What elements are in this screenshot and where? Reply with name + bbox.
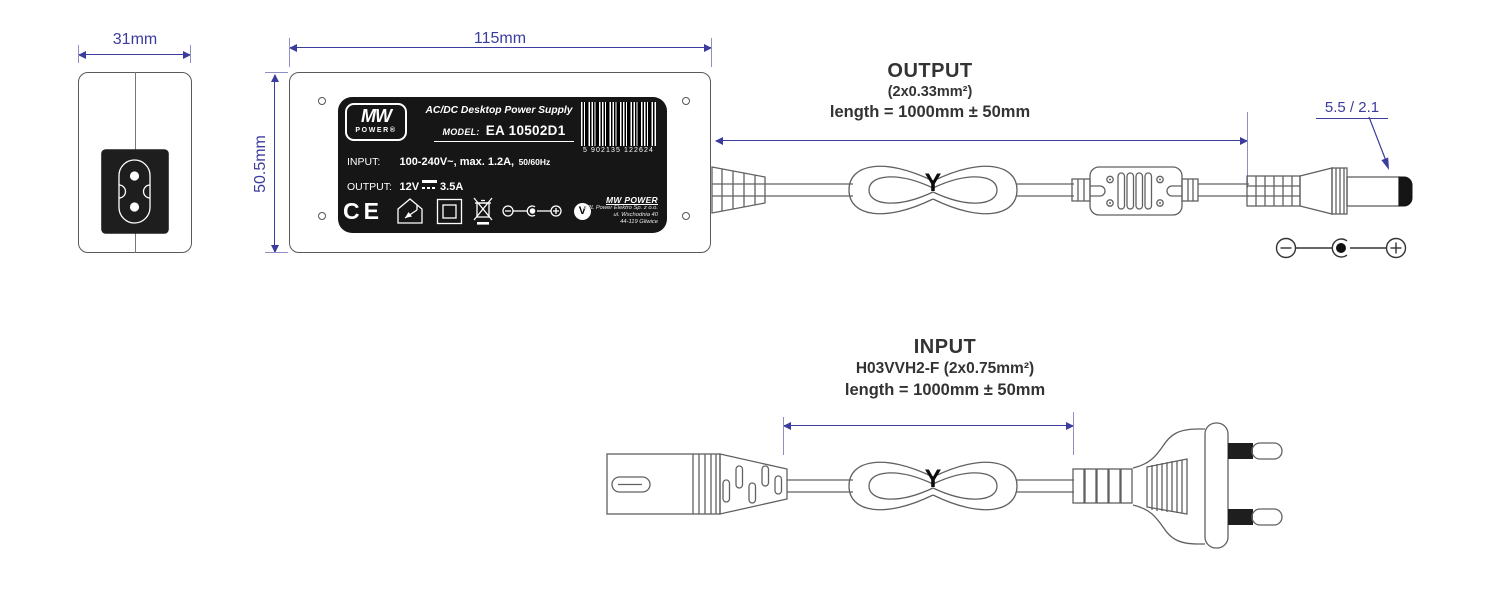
input-cable [1017,479,1074,493]
extension-line [1247,112,1248,188]
screw-hole [318,97,326,105]
input-length-note: length = 1000mm ± 50mm [844,381,1046,399]
label-product-title: AC/DC Desktop Power Supply [425,105,573,116]
mw-power-logo: MW POWER® [345,103,407,141]
extension-line [265,252,288,253]
weee-bin-icon [473,197,493,225]
input-value: 100-240V~, max. 1.2A, [399,156,515,168]
side-width-dimension-line [78,50,191,59]
plug-pin [1228,508,1283,526]
product-label: MW POWER® AC/DC Desktop Power Supply MOD… [338,97,667,233]
output-cable [1198,183,1249,197]
manufacturer-street: ul. Wschodnia 40 [613,212,658,218]
euro-plug [1072,422,1283,549]
output-cable-drawing [711,116,1413,259]
output-label: OUTPUT: [347,181,392,193]
plug-dimension-leader [1368,116,1389,170]
output-header: OUTPUT (2x0.33mm²) length = 1000mm ± 50m… [815,60,1045,122]
ce-mark-icon: CE [343,198,383,224]
screw-hole [682,97,690,105]
manufacturer-address: MW POWER MPL Power Elektro Sp. z o.o. ul… [582,195,658,226]
manufacturer-city: 44-119 Gliwice [620,219,658,225]
barcode-bars [581,102,656,146]
input-cable-marker: Y [924,465,942,493]
output-length-note: length = 1000mm ± 50mm [829,103,1031,121]
output-cable [765,183,853,197]
top-width-dimension-text: 115mm [473,30,527,47]
plug-pin [1228,442,1283,460]
output-cable-loop [848,165,1018,215]
input-cable-drawing [606,422,1283,549]
label-model-row: MODEL: EA 10502D1 [434,122,574,142]
extension-line [711,38,712,67]
barcode: 5 902135 122624 [581,102,656,160]
model-label: MODEL: [442,127,480,137]
extension-line [190,45,191,63]
output-length-dimension-line [715,136,1248,145]
extension-line [289,38,290,67]
ferrite-filter [1071,166,1199,216]
extension-line [783,417,784,455]
input-header: INPUT H03VVH2-F (2x0.75mm²) length = 100… [820,336,1070,400]
class2-insulation-icon [436,198,463,224]
top-height-dimension-text: 50.5mm [252,135,269,193]
c7-inlet-socket [101,149,169,234]
input-length-dimension-line [783,421,1074,430]
input-label: INPUT: [347,156,381,168]
label-output-row: OUTPUT: 12V 3.5A [347,177,463,195]
top-width-dimension-line [289,43,712,52]
logo-mw-text: MW [361,106,392,126]
screw-hole [682,212,690,220]
extension-line [78,45,79,63]
extension-line [1073,412,1074,455]
dc-plug [1246,167,1413,215]
input-frequency: 50/60Hz [518,157,551,167]
certification-icons-row: CE [343,196,591,226]
input-strain-relief [719,453,788,515]
model-value: EA 10502D1 [485,123,566,138]
logo-power-text: POWER® [355,127,397,134]
output-strain-relief [711,166,766,214]
input-cable [787,479,853,493]
c7-connector [606,453,721,515]
extension-line [265,72,288,73]
polarity-icon [502,205,562,217]
input-wire-spec: H03VVH2-F (2x0.75mm²) [855,360,1035,377]
output-cable [1017,183,1074,197]
output-title: OUTPUT [887,60,973,82]
efficiency-level-icon: V [573,202,591,220]
barcode-digits: 5 902135 122624 [583,147,654,154]
output-current: 3.5A [440,181,464,193]
indoor-use-icon [397,198,423,224]
manufacturer-brand: MW POWER [606,195,658,205]
polarity-diagram [1275,237,1407,259]
input-cable-loop [848,461,1018,511]
input-title: INPUT [913,336,977,358]
top-height-dimension-line [270,74,279,253]
output-cable-marker: Y [924,169,942,197]
screw-hole [318,212,326,220]
label-input-row: INPUT: 100-240V~, max. 1.2A, 50/60Hz [347,152,550,170]
dc-symbol-icon [422,180,438,190]
output-voltage: 12V [399,181,420,193]
output-wire-spec: (2x0.33mm²) [887,84,973,100]
manufacturer-company: MPL Power Elektro Sp. z o.o. [582,205,658,211]
side-width-dimension-text: 31mm [112,31,158,48]
plug-dimension-label: 5.5 / 2.1 [1316,99,1388,119]
